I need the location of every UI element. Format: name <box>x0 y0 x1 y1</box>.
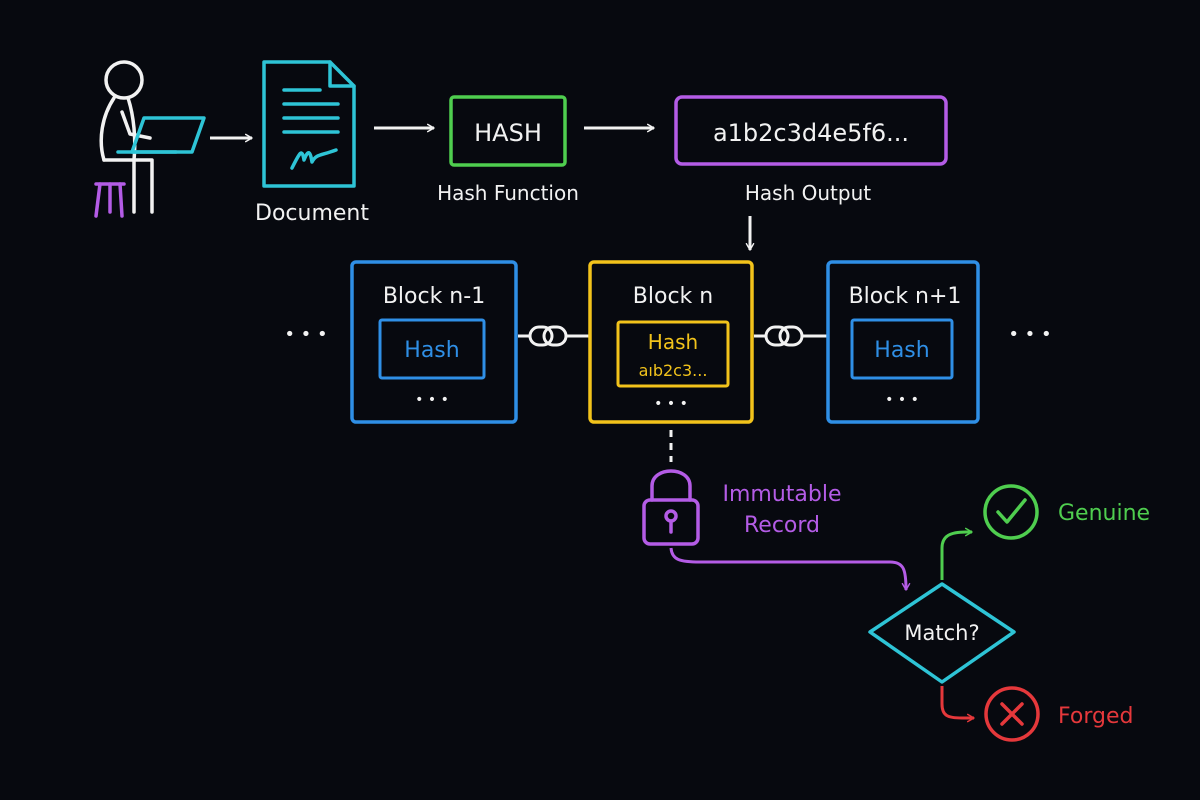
block-current-title: Block n <box>633 284 713 309</box>
block-next-hash-box <box>850 318 954 380</box>
document-label: Document <box>255 201 369 226</box>
block-previous-hash-label: Hash <box>404 338 459 363</box>
person-at-laptop-icon <box>94 60 206 218</box>
immutable-record-label-line2: Record <box>744 513 820 538</box>
hash-output-box <box>674 95 948 166</box>
block-next-hash-label: Hash <box>874 338 929 363</box>
hash-function-label: Hash Function <box>437 181 579 205</box>
arrow-record-to-match <box>669 547 911 591</box>
arrow-match-to-genuine <box>940 527 973 580</box>
immutable-record-label-line1: Immutable <box>722 482 841 507</box>
block-previous-dots: • • • <box>415 392 449 408</box>
block-previous-title: Block n-1 <box>383 284 485 309</box>
check-circle-icon <box>983 484 1039 540</box>
block-current-dots: • • • <box>654 396 688 412</box>
genuine-label: Genuine <box>1058 501 1150 526</box>
padlock-icon <box>642 469 700 546</box>
match-decision-label: Match? <box>904 621 979 645</box>
block-current-frame <box>588 260 754 424</box>
forged-label: Forged <box>1058 704 1133 729</box>
hash-function-box-label: HASH <box>474 119 542 147</box>
block-previous: Block n-1 Hash • • • <box>350 260 518 424</box>
hash-function-box <box>449 95 567 167</box>
hash-output-label: Hash Output <box>745 181 871 205</box>
chain-link-icon <box>754 325 828 347</box>
hash-output-value: a1b2c3d4e5f6... <box>713 119 909 147</box>
block-current-hash-box <box>616 320 730 388</box>
block-current-hash-label: Hash <box>648 330 698 354</box>
block-next: Block n+1 Hash • • • <box>826 260 980 424</box>
block-next-frame <box>826 260 980 424</box>
block-current: Block n Hash aıb2c3... • • • <box>588 260 754 424</box>
chain-link-icon <box>518 325 590 347</box>
chain-ellipsis-right: • • • <box>1008 324 1051 345</box>
arrow-match-to-forged <box>940 686 975 723</box>
document-icon <box>262 60 356 188</box>
x-circle-icon <box>984 686 1040 742</box>
block-current-hash-value: aıb2c3... <box>639 361 708 380</box>
block-next-title: Block n+1 <box>849 284 962 309</box>
chain-ellipsis-left: • • • <box>284 324 327 345</box>
match-decision-diamond <box>868 582 1016 684</box>
block-previous-frame <box>350 260 518 424</box>
block-previous-hash-box <box>378 318 486 380</box>
block-next-dots: • • • <box>885 392 919 408</box>
